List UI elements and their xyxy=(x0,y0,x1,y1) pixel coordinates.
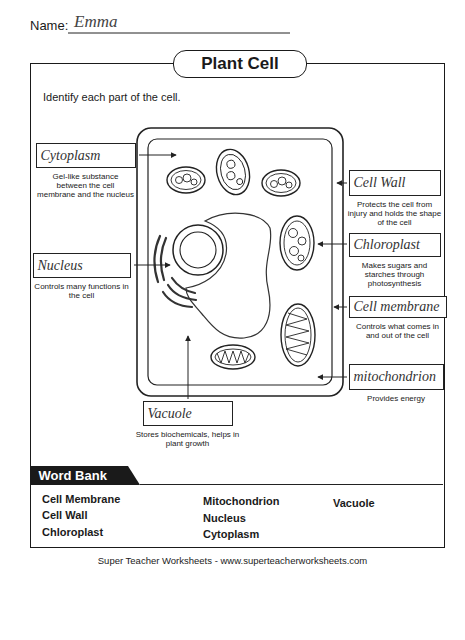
golgi-stroke xyxy=(168,285,196,300)
part-description: Controls many functions in the cell xyxy=(32,282,132,300)
granum xyxy=(298,255,304,261)
leader-line xyxy=(318,244,347,245)
leader-line xyxy=(188,336,189,399)
leader-lines xyxy=(134,155,347,399)
granum xyxy=(278,177,286,185)
granum xyxy=(191,179,197,185)
granum xyxy=(226,171,236,181)
handwritten-answer: Cell Wall xyxy=(350,171,410,195)
leader-line xyxy=(318,377,347,378)
title-box: Plant Cell xyxy=(173,50,307,78)
footer-credit: Super Teacher Worksheets - www.superteac… xyxy=(0,555,465,566)
cell-wall-outline xyxy=(137,128,343,396)
granum xyxy=(183,174,191,182)
granum xyxy=(271,181,278,188)
chloroplast-inner xyxy=(284,221,310,265)
chloroplast-shape xyxy=(167,167,205,193)
band-fill xyxy=(30,466,140,485)
golgi-stroke xyxy=(163,292,192,307)
leader-line xyxy=(337,183,347,184)
word-bank-term: Chloroplast xyxy=(42,526,103,538)
handwritten-answer: Vacuole xyxy=(144,402,196,425)
granum xyxy=(176,177,183,184)
golgi-body xyxy=(154,236,196,307)
cristae xyxy=(217,351,249,363)
mitochondrion-outer xyxy=(281,304,315,366)
chloroplast-inner xyxy=(266,174,296,193)
part-description: Protects the cell from injury and holds … xyxy=(348,200,442,228)
nucleus-shape xyxy=(173,225,223,275)
chloroplast-inner xyxy=(217,152,249,193)
part-description: Gel-like substance between the cell memb… xyxy=(37,172,135,200)
name-underline xyxy=(68,33,290,34)
handwritten-answer: Cytoplasm xyxy=(37,144,105,167)
answer-box: CytoplasmGel-like substance between the … xyxy=(36,143,136,168)
word-bank-term: Cell Wall xyxy=(42,509,87,521)
nuclear-envelope xyxy=(173,225,223,275)
granum xyxy=(298,237,306,245)
chloroplast-outer xyxy=(262,170,300,196)
answer-box: mitochondrionProvides energy xyxy=(349,364,444,390)
granum xyxy=(286,182,292,188)
word-bank-term: Vacuole xyxy=(333,497,375,509)
student-name: Emma xyxy=(74,12,117,32)
mitochondrion-shape xyxy=(211,345,255,369)
section-heading: Word Bank xyxy=(30,466,107,485)
instruction-text: Identify each part of the cell. xyxy=(43,91,181,103)
word-bank-rule xyxy=(140,484,443,485)
granum xyxy=(236,178,243,185)
leader-line xyxy=(334,307,347,308)
granum xyxy=(226,159,236,169)
word-bank-term: Cytoplasm xyxy=(203,528,259,540)
chloroplast-shape xyxy=(280,216,314,270)
worksheet-frame: Identify each part of the cell. Cytoplasm… xyxy=(30,63,445,548)
word-bank-term: Nucleus xyxy=(203,512,246,524)
leader-line xyxy=(139,155,176,156)
handwritten-answer: Cell membrane xyxy=(350,297,444,317)
answer-box: ChloroplastMakes sugars and starches thr… xyxy=(349,233,441,257)
answer-box: NucleusControls many functions in the ce… xyxy=(33,253,131,278)
title-text: Plant Cell xyxy=(174,51,306,76)
chloroplast-outer xyxy=(212,146,255,199)
chloroplast-shape xyxy=(212,146,255,199)
golgi-stroke xyxy=(172,278,195,293)
handwritten-answer: mitochondrion xyxy=(350,365,440,389)
name-field-label: Name: xyxy=(30,18,68,33)
chloroplast-inner xyxy=(171,171,201,190)
mitochondrion-inner xyxy=(215,349,251,365)
granum xyxy=(290,247,299,256)
cell-membrane-outline xyxy=(148,139,332,385)
nucleolus xyxy=(180,232,216,268)
answer-box: Cell membraneControls what comes in and … xyxy=(349,296,447,318)
word-bank-band: Word Bank xyxy=(30,466,140,485)
word-bank-term: Mitochondrion xyxy=(203,495,279,507)
mitochondrion-shape xyxy=(281,304,315,366)
leader-line xyxy=(134,265,170,266)
granum xyxy=(289,229,298,238)
word-bank-term: Cell Membrane xyxy=(42,493,120,505)
answer-box: VacuoleStores biochemicals, helps in pla… xyxy=(143,401,233,426)
handwritten-answer: Chloroplast xyxy=(350,234,424,256)
part-description: Provides energy xyxy=(349,394,443,403)
part-description: Makes sugars and starches through photos… xyxy=(348,261,442,289)
chloroplast-outer xyxy=(167,167,205,193)
part-description: Stores biochemicals, helps in plant grow… xyxy=(128,430,248,448)
golgi-stroke xyxy=(161,238,166,280)
part-description: Controls what comes in and out of the ce… xyxy=(351,322,445,340)
golgi-stroke xyxy=(154,236,160,282)
mitochondrion-outer xyxy=(211,345,255,369)
answer-box: Cell WallProtects the cell from injury a… xyxy=(349,170,441,196)
handwritten-answer: Nucleus xyxy=(34,254,87,277)
mitochondrion-inner xyxy=(285,308,311,362)
chloroplast-shape xyxy=(262,170,300,196)
chloroplast-outer xyxy=(280,216,314,270)
cristae xyxy=(286,313,309,355)
